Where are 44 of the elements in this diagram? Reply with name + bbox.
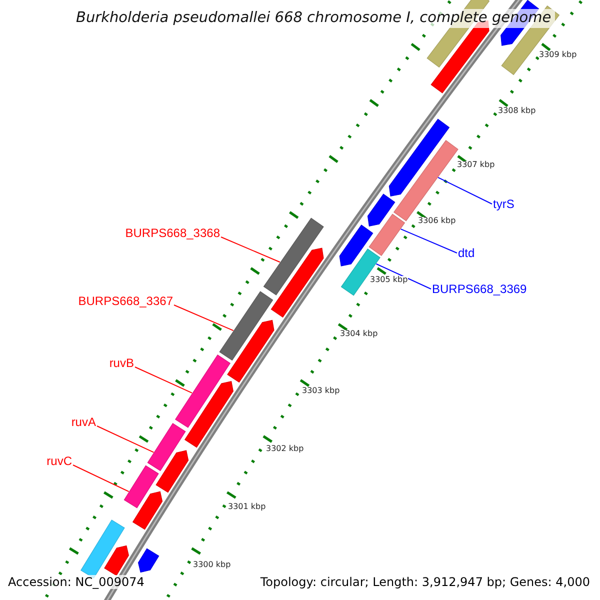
scale-label: 3301 kbp bbox=[228, 503, 266, 511]
leader-line bbox=[174, 304, 234, 332]
leader-line bbox=[220, 236, 280, 263]
leader-line bbox=[438, 176, 492, 204]
genome-info-label: Topology: circular; Length: 3,912,947 bp; Genes: 4,000 bbox=[258, 575, 592, 589]
leader-line bbox=[96, 426, 154, 453]
leader-line bbox=[376, 263, 432, 290]
accession-label: Accession: NC_009074 bbox=[6, 575, 146, 589]
gene-feature bbox=[368, 214, 406, 256]
gene-feature bbox=[147, 422, 186, 472]
gene-label: BURPS668_3367 bbox=[78, 295, 173, 307]
gene-label: ruvC bbox=[46, 455, 72, 467]
scale-label: 3304 kbp bbox=[340, 330, 378, 338]
leader-line bbox=[134, 366, 192, 394]
gene-feature bbox=[263, 218, 324, 296]
gene-feature bbox=[104, 545, 129, 576]
gene-feature bbox=[156, 450, 189, 493]
leader-line bbox=[72, 464, 130, 492]
gene-feature bbox=[227, 320, 274, 383]
scale-label: 3303 kbp bbox=[302, 387, 340, 395]
gene-feature bbox=[124, 465, 159, 508]
gene-feature bbox=[184, 381, 234, 448]
gene-feature bbox=[339, 224, 374, 266]
gene-label: ruvB bbox=[109, 357, 134, 369]
leader-line bbox=[400, 228, 458, 254]
gene-feature bbox=[174, 354, 231, 428]
gene-feature bbox=[132, 491, 163, 530]
gene-label: tyrS bbox=[493, 198, 514, 210]
gene-feature bbox=[219, 291, 274, 361]
scale-label: 3308 kbp bbox=[498, 107, 536, 115]
gene-label: BURPS668_3369 bbox=[432, 283, 527, 295]
scale-label: 3306 kbp bbox=[418, 217, 456, 225]
scale-label: 3300 kbp bbox=[193, 561, 231, 569]
gene-label: dtd bbox=[458, 247, 475, 259]
gene-feature bbox=[270, 248, 324, 318]
gene-feature bbox=[388, 118, 450, 197]
scale-label: 3307 kbp bbox=[457, 161, 495, 169]
scale-label: 3309 kbp bbox=[539, 51, 577, 59]
scale-label: 3302 kbp bbox=[266, 445, 304, 453]
scale-label: 3305 kbp bbox=[370, 276, 408, 284]
gene-feature bbox=[138, 548, 160, 573]
gene-label: BURPS668_3368 bbox=[125, 227, 220, 239]
gene-feature bbox=[367, 194, 396, 226]
gene-label: ruvA bbox=[71, 416, 96, 428]
